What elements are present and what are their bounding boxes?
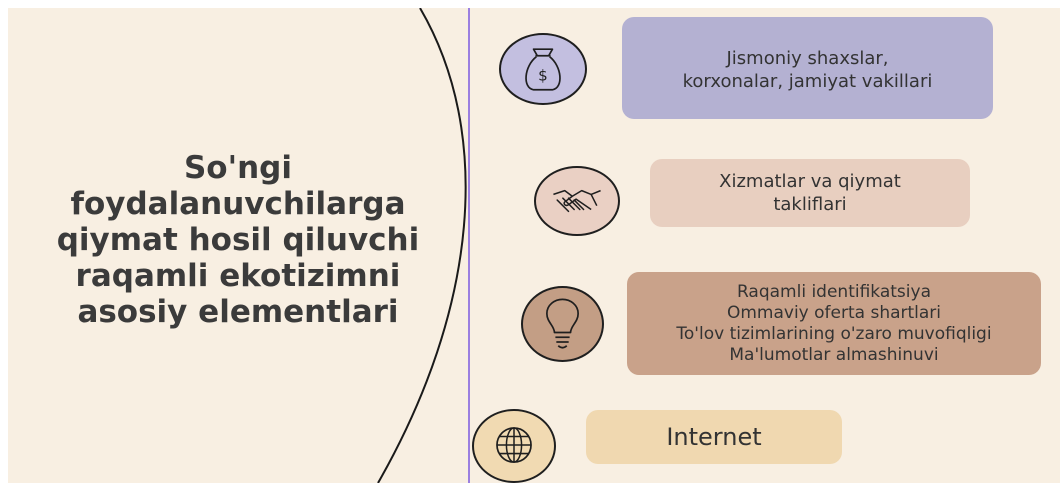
- money-bag-icon: $: [499, 33, 587, 105]
- lightbulb-icon: [521, 286, 604, 362]
- item-box-2: Xizmatlar va qiymat takliflari: [650, 159, 970, 227]
- handshake-icon: [534, 166, 620, 236]
- background-lines: [377, 8, 470, 483]
- item-box-4: Internet: [586, 410, 842, 464]
- item-box-1: Jismoniy shaxslar, korxonalar, jamiyat v…: [622, 17, 993, 119]
- page-title: So'ngi foydalanuvchilarga qiymat hosil q…: [56, 150, 420, 330]
- arc-line: [377, 8, 467, 483]
- globe-icon: [472, 409, 556, 483]
- slide: So'ngi foydalanuvchilarga qiymat hosil q…: [8, 8, 1060, 483]
- item-box-3: Raqamli identifikatsiya Ommaviy oferta s…: [627, 272, 1041, 375]
- svg-text:$: $: [538, 66, 548, 84]
